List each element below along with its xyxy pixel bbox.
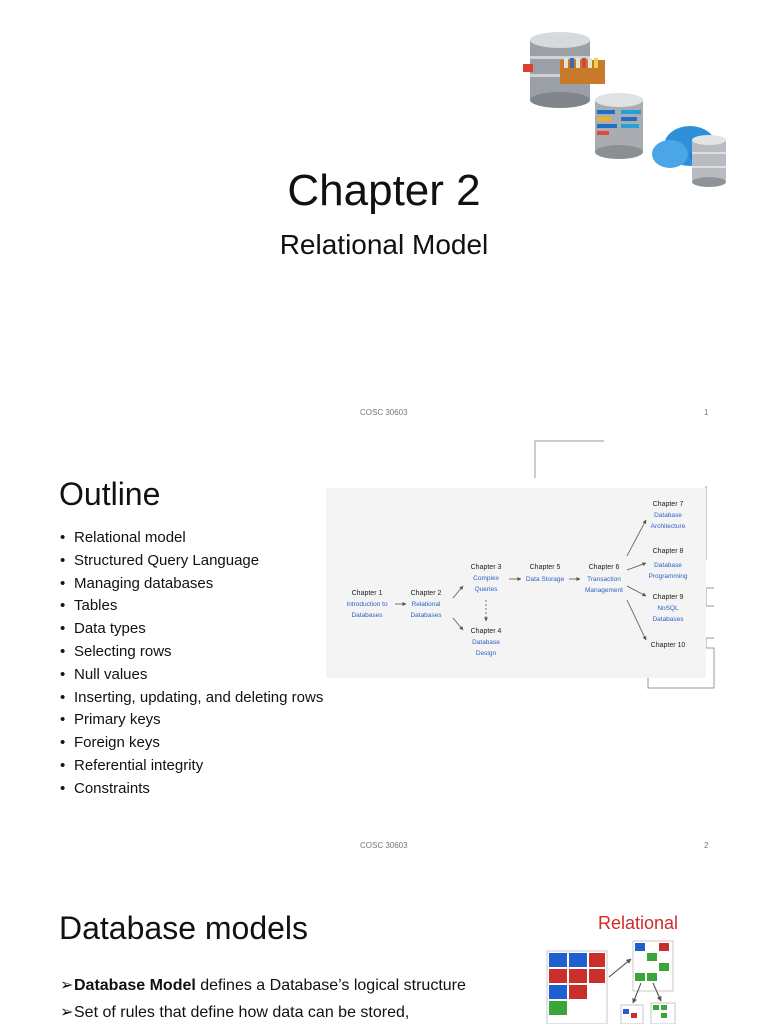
arrow-bullet-icon: ➢ xyxy=(60,1004,74,1021)
chapter-6-subtitle: Management xyxy=(585,587,623,594)
chapter-1-label: Chapter 1 xyxy=(352,590,383,597)
chapter-2-subtitle: Relational xyxy=(412,601,441,608)
slide-1: Chapter 2 Relational Model COSC 30603 1 xyxy=(0,0,768,430)
list-item: Tables xyxy=(60,595,323,618)
chapter-1-subtitle: Databases xyxy=(351,612,383,619)
bullet-text: Set of rules that define how data can be… xyxy=(74,1004,410,1021)
flow-arrow xyxy=(626,519,647,557)
outline-title: Outline xyxy=(59,476,161,512)
chapter-5-label: Chapter 5 xyxy=(530,564,561,571)
relational-model-illustration xyxy=(546,940,676,1024)
bullet-set-of-rules: ➢Set of rules that define how data can b… xyxy=(60,1002,409,1022)
flow-arrow xyxy=(452,617,464,631)
bold-term: Database Model xyxy=(74,977,196,994)
list-item: Primary keys xyxy=(60,709,323,732)
chapter-3-subtitle: Queries xyxy=(475,586,499,593)
chapter-6-subtitle: Transaction xyxy=(587,576,621,583)
slide-title: Chapter 2 xyxy=(287,166,481,215)
chapter-9-subtitle: Databases xyxy=(652,616,684,623)
outline-list: Relational model Structured Query Langua… xyxy=(60,527,323,801)
list-item: Relational model xyxy=(60,527,323,550)
relational-table-grid xyxy=(546,950,608,1024)
chapter-10-label: Chapter 10 xyxy=(651,642,686,649)
chapter-7-subtitle: Architecture xyxy=(651,523,686,530)
relational-table-grid xyxy=(632,940,674,992)
chapter-9-subtitle: NoSQL xyxy=(657,605,679,612)
chapter-1-subtitle: Introduction to xyxy=(346,601,388,608)
database-models-title: Database models xyxy=(59,910,309,946)
chapter-8-label: Chapter 8 xyxy=(653,548,684,555)
relation-arrow xyxy=(652,982,662,1002)
relation-arrow xyxy=(608,958,632,978)
database-icon xyxy=(595,93,643,159)
chapter-4-subtitle: Database xyxy=(472,639,500,646)
list-item: Referential integrity xyxy=(60,755,323,778)
chapter-7-label: Chapter 7 xyxy=(653,501,684,508)
chapter-4-subtitle: Design xyxy=(476,650,497,657)
list-item: Data types xyxy=(60,618,323,641)
list-item: Structured Query Language xyxy=(60,550,323,573)
chapter-flow-diagram: Chapter 1 Introduction to Databases Chap… xyxy=(326,440,715,689)
frame-line xyxy=(534,440,604,478)
list-item: Managing databases xyxy=(60,573,323,596)
footer-course: COSC 30603 xyxy=(360,408,408,417)
bullet-database-model: ➢Database Model defines a Database’s log… xyxy=(60,975,466,995)
chapter-7-subtitle: Database xyxy=(654,512,682,519)
chapter-8-subtitle: Programming xyxy=(648,573,687,580)
list-item: Selecting rows xyxy=(60,641,323,664)
chapter-3-subtitle: Complex xyxy=(473,575,499,582)
list-item: Inserting, updating, and deleting rows xyxy=(60,687,323,710)
list-item: Foreign keys xyxy=(60,732,323,755)
footer-course: COSC 30603 xyxy=(360,841,408,850)
chapter-5-subtitle: Data Storage xyxy=(526,576,565,583)
list-item: Constraints xyxy=(60,778,323,801)
relation-arrow xyxy=(632,982,642,1004)
footer-page-number: 1 xyxy=(704,408,709,417)
slide-subtitle: Relational Model xyxy=(279,229,489,260)
chapter-2-label: Chapter 2 xyxy=(411,590,442,597)
chapter-9-label: Chapter 9 xyxy=(653,594,684,601)
flow-arrow xyxy=(626,562,647,571)
chapter-6-label: Chapter 6 xyxy=(589,564,620,571)
cloud-database-icon xyxy=(652,126,726,187)
bullet-text: defines a Database’s logical structure xyxy=(195,977,466,994)
database-drawer-icon xyxy=(523,32,605,108)
footer-page-number: 2 xyxy=(704,841,709,850)
list-item: Null values xyxy=(60,664,323,687)
chapter-2-subtitle: Databases xyxy=(410,612,442,619)
flow-arrow xyxy=(626,585,647,597)
chapter-4-label: Chapter 4 xyxy=(471,628,502,635)
frame-line xyxy=(705,587,714,607)
flow-arrow xyxy=(626,599,647,641)
database-icons-illustration xyxy=(523,32,726,187)
relational-image-label: Relational xyxy=(598,913,679,933)
arrow-bullet-icon: ➢ xyxy=(60,977,74,994)
chapter-8-subtitle: Database xyxy=(654,562,682,569)
flow-arrow xyxy=(452,585,464,599)
chapter-3-label: Chapter 3 xyxy=(471,564,502,571)
